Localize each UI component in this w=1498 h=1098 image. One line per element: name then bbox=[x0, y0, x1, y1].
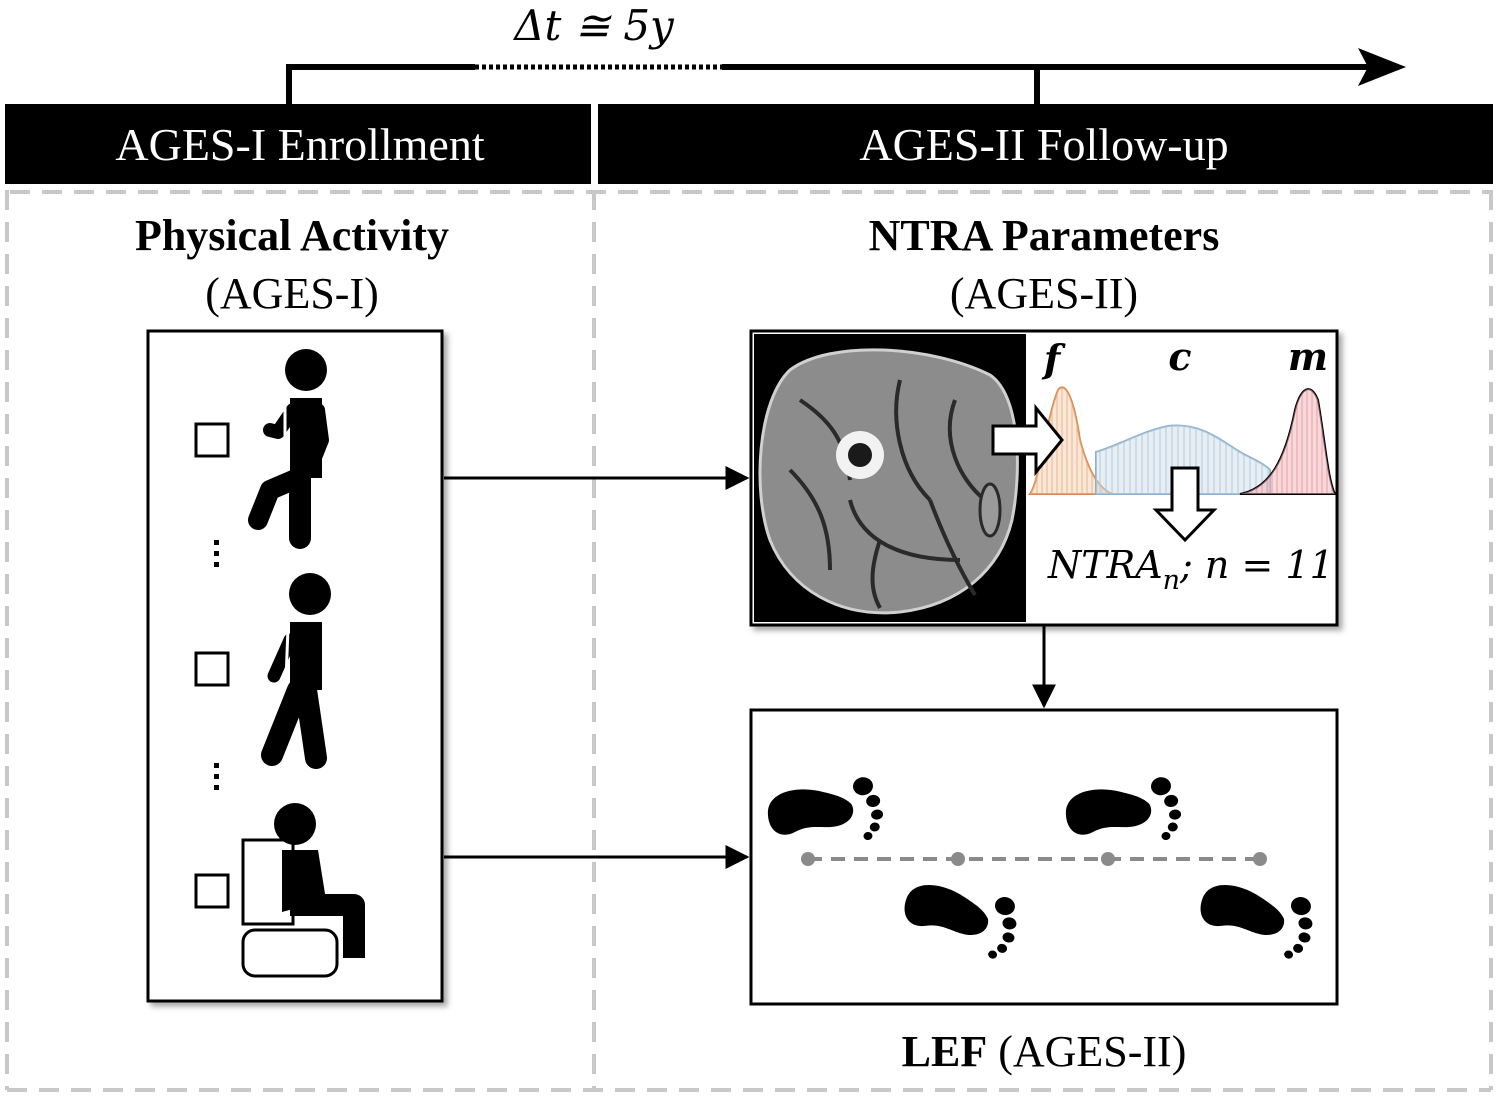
followup-bar bbox=[598, 104, 1493, 184]
ntra-formula-base: NTRA bbox=[1047, 543, 1163, 587]
followup-bar-label: AGES-II Follow-up bbox=[859, 119, 1228, 170]
walking-person-icon bbox=[261, 573, 331, 769]
connective-peak bbox=[1095, 424, 1271, 495]
lef-label-bold: LEF bbox=[902, 1027, 988, 1076]
ct-scan-image bbox=[754, 334, 1026, 622]
step-dot bbox=[951, 852, 965, 866]
ntra-formula-rest: ; n = 11 bbox=[1179, 543, 1334, 587]
fat-peak-fill bbox=[1030, 387, 1112, 494]
ntra-box: f c m NTRAn; n = 11 bbox=[749, 329, 1339, 627]
sitting-person-icon bbox=[241, 803, 365, 978]
lef-box bbox=[749, 708, 1339, 1006]
ellipsis-icon bbox=[214, 540, 219, 567]
dashed-frame bbox=[5, 190, 1493, 1092]
activity-box bbox=[146, 329, 444, 1003]
physical-activity-title: Physical Activity bbox=[135, 211, 449, 260]
step-dot bbox=[801, 852, 815, 866]
timeline: Δt ≅ 5y bbox=[286, 1, 1406, 104]
white-down-arrow-icon bbox=[1152, 466, 1218, 543]
checkbox-sitting[interactable] bbox=[194, 873, 230, 909]
physical-activity-subtitle: (AGES-I) bbox=[205, 269, 379, 318]
checkbox-walking[interactable] bbox=[194, 651, 230, 687]
timeline-delta-label: Δt ≅ 5y bbox=[512, 1, 675, 50]
lef-label-rest: (AGES-II) bbox=[987, 1027, 1186, 1076]
ellipsis-icon bbox=[214, 763, 219, 790]
muscle-peak-fill bbox=[1240, 389, 1335, 494]
peak-label-m: m bbox=[1288, 334, 1328, 379]
checkbox-running[interactable] bbox=[194, 422, 230, 458]
tissue-histogram bbox=[1028, 386, 1337, 495]
running-person-icon bbox=[248, 349, 329, 549]
white-right-arrow-icon bbox=[991, 403, 1064, 477]
enrollment-bar bbox=[5, 104, 591, 184]
ntra-title: NTRA Parameters bbox=[869, 211, 1220, 260]
lef-label: LEF (AGES-II) bbox=[902, 1027, 1187, 1076]
step-dot bbox=[1101, 852, 1115, 866]
ntra-subtitle: (AGES-II) bbox=[950, 269, 1138, 318]
step-dot bbox=[1253, 852, 1267, 866]
ntra-formula: NTRAn; n = 11 bbox=[1047, 543, 1334, 596]
timeline-arrowhead bbox=[1358, 48, 1406, 86]
enrollment-bar-label: AGES-I Enrollment bbox=[115, 119, 484, 170]
ntra-formula-subscript: n bbox=[1163, 565, 1180, 596]
peak-label-c: c bbox=[1168, 334, 1191, 379]
connective-peak-fill bbox=[1096, 425, 1270, 494]
